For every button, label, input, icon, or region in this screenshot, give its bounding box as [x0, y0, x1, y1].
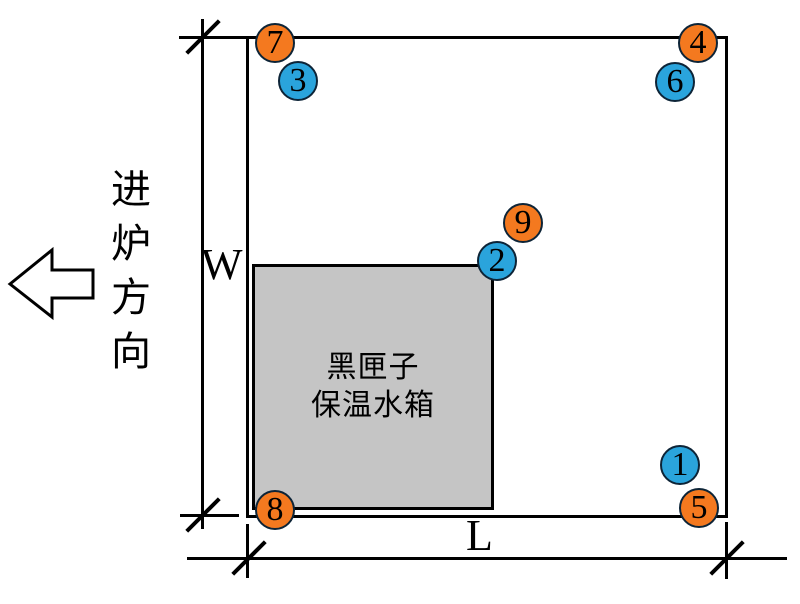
marker-label: 4 — [689, 24, 707, 61]
marker-point-5: 5 — [679, 488, 719, 528]
marker-point-3: 3 — [278, 61, 318, 101]
marker-label: 3 — [289, 62, 307, 99]
w-dimension-line — [201, 19, 204, 529]
direction-char: 进 — [111, 167, 151, 212]
marker-label: 9 — [514, 204, 532, 241]
direction-label: 进 炉 方 向 — [106, 170, 156, 372]
marker-label: 5 — [690, 489, 708, 526]
tank-label-line1: 黑匣子 — [326, 351, 420, 384]
marker-point-2: 2 — [477, 241, 517, 281]
l-extension-line-right — [725, 522, 728, 579]
w-extension-line-bottom — [180, 514, 239, 517]
tank-box: 黑匣子 保温水箱 — [252, 264, 494, 510]
w-extension-line-top — [179, 36, 248, 39]
l-extension-line-left — [246, 524, 249, 578]
marker-point-6: 6 — [655, 62, 695, 102]
marker-point-8: 8 — [255, 490, 295, 530]
left-arrow-icon — [7, 246, 95, 321]
width-dimension-label: W — [201, 240, 243, 289]
marker-label: 7 — [266, 24, 284, 61]
l-dimension-line — [187, 557, 787, 560]
marker-point-1: 1 — [660, 445, 700, 485]
length-dimension-label: L — [466, 511, 493, 560]
direction-char: 方 — [111, 275, 151, 320]
furnace-area-outline — [246, 36, 728, 518]
tank-label-line2: 保温水箱 — [311, 389, 435, 422]
marker-label: 8 — [266, 491, 284, 528]
marker-label: 6 — [666, 63, 684, 100]
marker-label: 1 — [671, 446, 689, 483]
direction-char: 向 — [111, 329, 151, 374]
marker-point-9: 9 — [503, 203, 543, 243]
direction-char: 炉 — [111, 221, 151, 266]
marker-point-7: 7 — [255, 23, 295, 63]
marker-point-4: 4 — [678, 23, 718, 63]
marker-label: 2 — [488, 242, 506, 279]
